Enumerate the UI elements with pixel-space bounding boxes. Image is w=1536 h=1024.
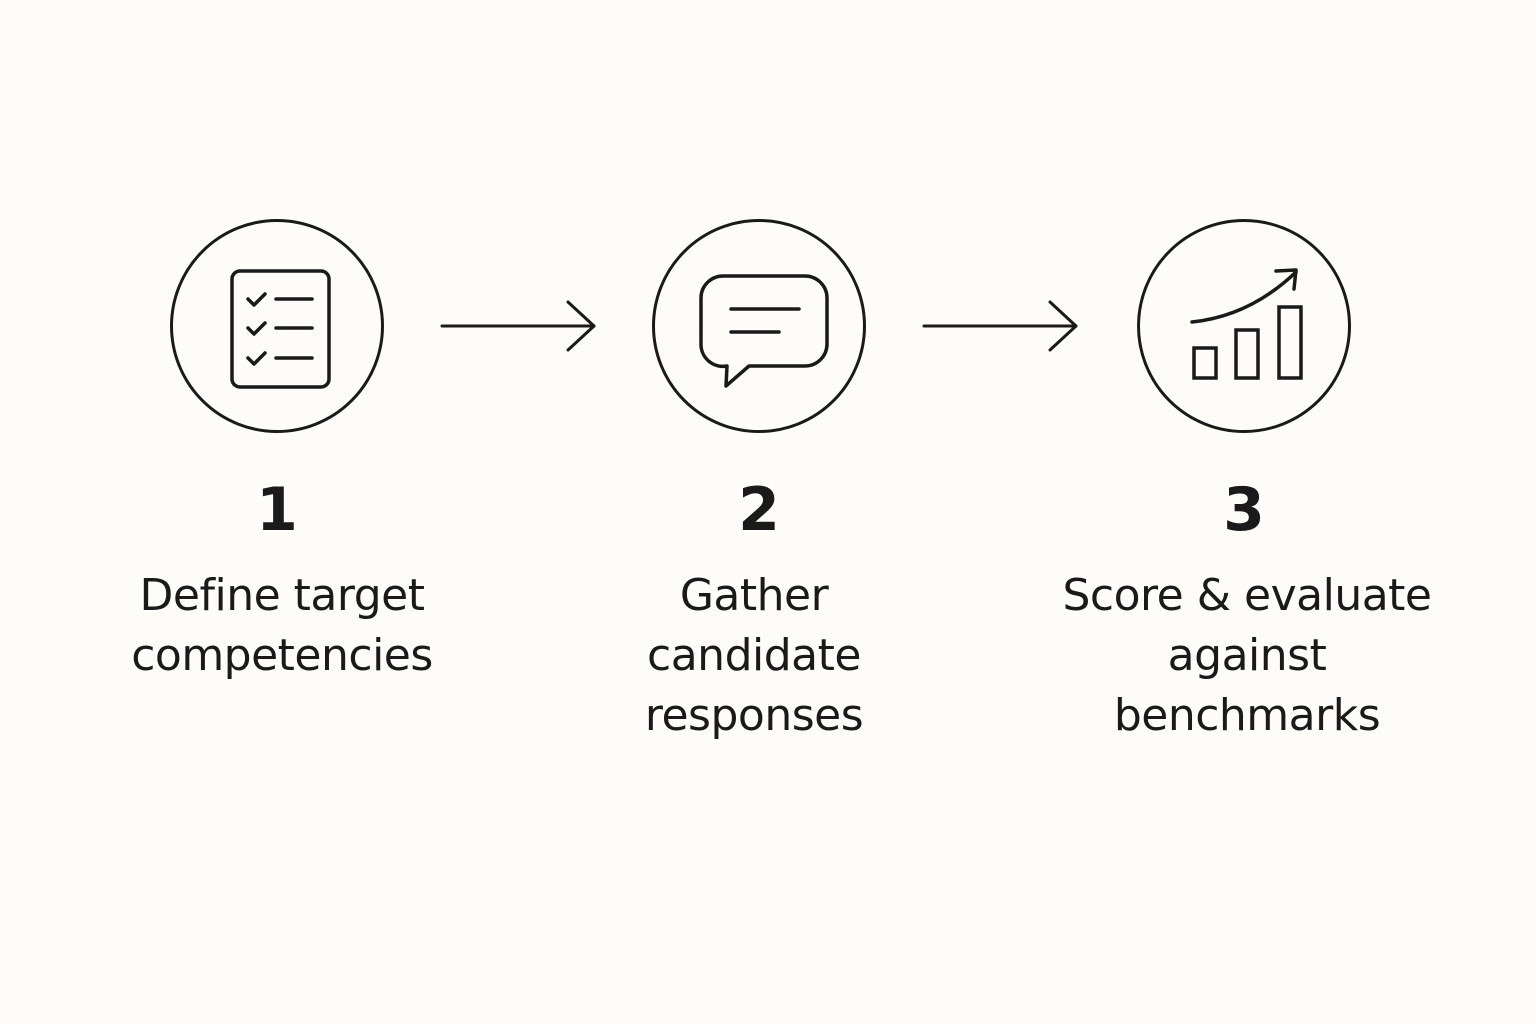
- arrow-right-icon: [922, 300, 1078, 352]
- speech-bubble-icon: [699, 274, 829, 388]
- step-2-label-line: candidate: [647, 630, 861, 681]
- step-3-label-line: benchmarks: [1113, 690, 1381, 741]
- step-2-label-line: responses: [644, 690, 864, 741]
- checklist-icon: [230, 269, 331, 389]
- step-1-label: Define target competencies: [72, 566, 492, 686]
- step-3-label-line: against: [1167, 630, 1327, 681]
- growth-chart-icon: [1190, 268, 1303, 380]
- step-1-number: 1: [256, 475, 298, 545]
- step-3-number: 3: [1223, 475, 1265, 545]
- step-3-circle: [1137, 219, 1351, 433]
- step-2-label: Gather candidate responses: [544, 566, 964, 746]
- step-2-circle: [652, 219, 866, 433]
- arrow-right-icon: [440, 300, 596, 352]
- step-1-circle: [170, 219, 384, 433]
- step-2-number: 2: [738, 475, 780, 545]
- step-1-label-line: competencies: [131, 630, 433, 681]
- step-1-label-line: Define target: [139, 570, 425, 621]
- step-2-label-line: Gather: [679, 570, 829, 621]
- step-3-label: Score & evaluate against benchmarks: [1037, 566, 1457, 746]
- step-3-label-line: Score & evaluate: [1062, 570, 1433, 621]
